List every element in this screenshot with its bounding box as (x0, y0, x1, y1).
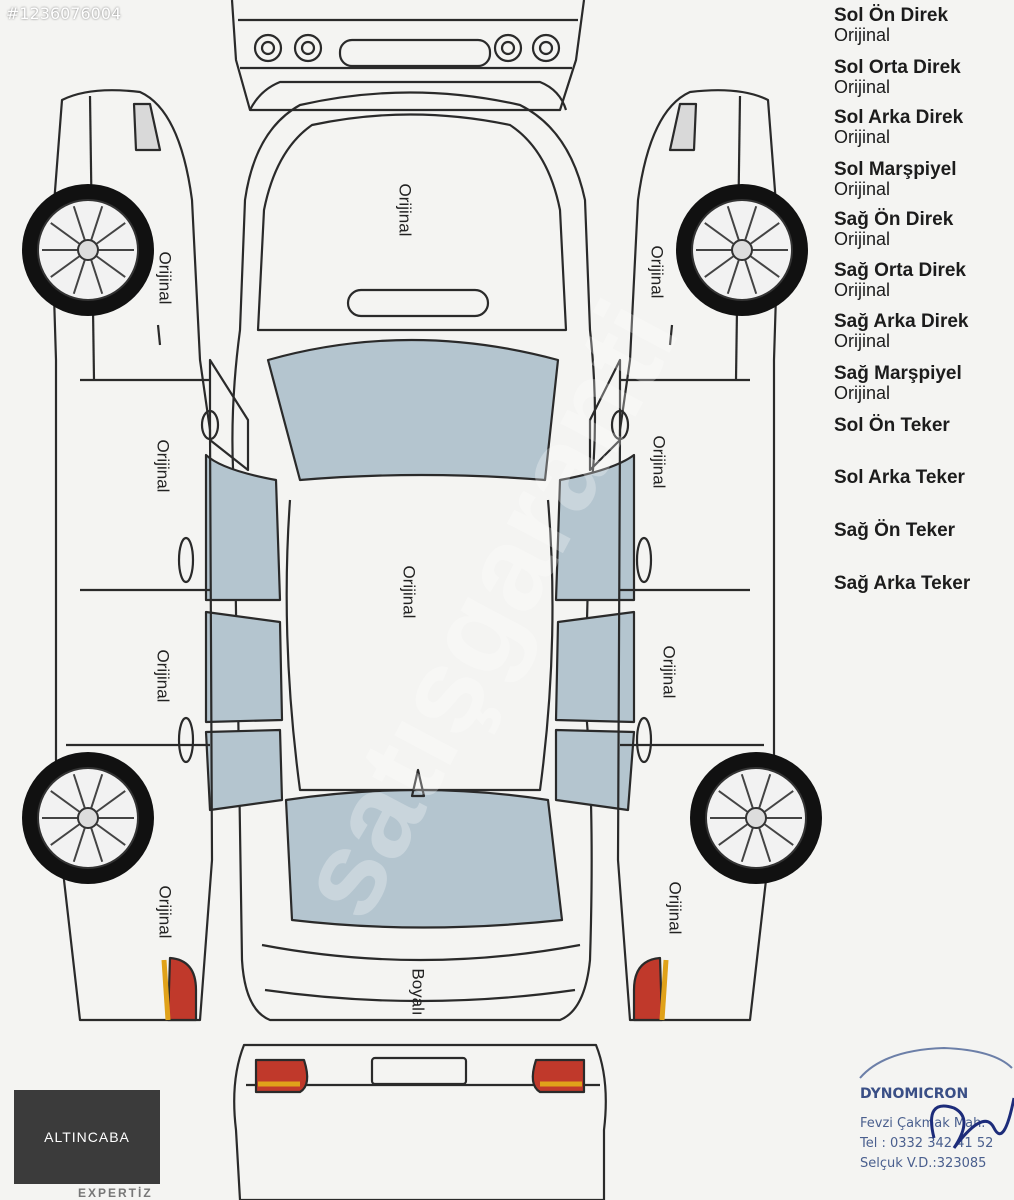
panel-name: Sağ Ön Direk (834, 209, 954, 230)
stamp-address: Fevzi Çakmak Mah. (860, 1116, 986, 1131)
label-right-front-door: Orijinal (649, 435, 669, 489)
label-hood: Orijinal (395, 183, 415, 237)
panel-row: Sol Arka Teker (834, 468, 965, 488)
panel-row: Sağ Arka Direk Orijinal (834, 312, 968, 351)
stamp-brand: DYNOMICRON (860, 1086, 969, 1102)
wheels (22, 184, 822, 884)
panel-row: Sağ Ön Direk Orijinal (834, 210, 953, 249)
listing-id: #1236076004 (6, 4, 122, 23)
panel-row: Sol Ön Direk Orijinal (834, 6, 948, 45)
front-view (230, 0, 586, 112)
panel-name: Sol Arka Direk (834, 107, 964, 128)
stamp-tax-office: Selçuk V.D.:323085 (860, 1156, 987, 1171)
top-view (204, 91, 636, 1022)
stamp-car-outline-icon (859, 1046, 1013, 1079)
rear-view (233, 1043, 607, 1200)
brand-logo: ALTINCABA (14, 1090, 160, 1184)
signature-icon (930, 1097, 1014, 1149)
label-right-front-fender: Orijinal (647, 245, 667, 299)
panel-name: Sağ Arka Direk (834, 311, 969, 332)
panel-name: Sol Orta Direk (834, 57, 961, 78)
panel-row: Sağ Orta Direk Orijinal (834, 261, 966, 300)
panel-value: Orijinal (834, 228, 891, 249)
panel-name: Sağ Orta Direk (834, 260, 966, 281)
panel-value: Orijinal (834, 382, 891, 403)
panel-value: Orijinal (834, 178, 891, 199)
right-rear-wheel-icon (690, 752, 822, 884)
panel-row: Sol Orta Direk Orijinal (834, 58, 961, 97)
label-left-rear-fender: Orijinal (155, 885, 175, 939)
label-right-rear-door: Orijinal (659, 645, 679, 699)
label-right-rear-fender: Orijinal (665, 881, 685, 935)
left-side-view (50, 89, 220, 1022)
left-rear-wheel-icon (22, 752, 154, 884)
panel-row: Sol Marşpiyel Orijinal (834, 160, 957, 199)
panel-row: Sağ Marşpiyel Orijinal (834, 364, 962, 403)
panel-value: Orijinal (834, 126, 891, 147)
label-left-front-fender: Orijinal (155, 251, 175, 305)
label-left-rear-door: Orijinal (153, 649, 173, 703)
car-diagram (22, 0, 822, 1200)
right-front-wheel-icon (676, 184, 808, 316)
panel-name: Sol Arka Teker (834, 467, 965, 488)
panel-name: Sol Ön Direk (834, 5, 949, 26)
panel-name: Sağ Arka Teker (834, 573, 971, 594)
logo-text: ALTINCABA (44, 1129, 130, 1145)
label-left-front-door: Orijinal (153, 439, 173, 493)
footer-partial-text: EXPERTİZ (78, 1186, 153, 1200)
panel-value: Orijinal (834, 279, 891, 300)
panel-row: Sol Ön Teker (834, 416, 950, 436)
panel-row: Sol Arka Direk Orijinal (834, 108, 963, 147)
panel-row: Sağ Arka Teker (834, 574, 970, 594)
label-roof: Orijinal (399, 565, 419, 619)
label-trunk: Boyalı (408, 968, 428, 1016)
panel-value: Orijinal (834, 76, 891, 97)
panel-name: Sağ Ön Teker (834, 520, 956, 541)
panel-row: Sağ Ön Teker (834, 521, 955, 541)
panel-name: Sol Marşpiyel (834, 159, 957, 180)
panel-value: Orijinal (834, 24, 891, 45)
company-stamp: DYNOMICRON Fevzi Çakmak Mah. Tel : 0332 … (854, 1038, 1014, 1198)
panel-name: Sol Ön Teker (834, 415, 950, 436)
left-front-wheel-icon (22, 184, 154, 316)
panel-value: Orijinal (834, 330, 891, 351)
panel-name: Sağ Marşpiyel (834, 363, 962, 384)
